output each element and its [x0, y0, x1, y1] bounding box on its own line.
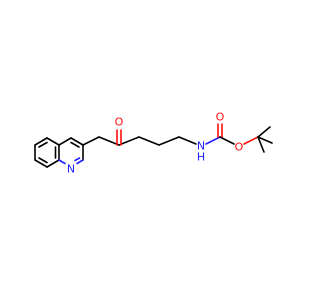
ketone-carbonyl	[116, 129, 122, 146]
pyridine-ring	[58, 137, 84, 165]
carbamate-carbonyl-oxygen-label: O	[216, 111, 225, 124]
benzo-ring	[34, 137, 60, 168]
quinoline-nitrogen-label: N	[67, 163, 75, 176]
ketone-oxygen-label: O	[115, 116, 124, 129]
ester-oxygen-label: O	[235, 141, 244, 154]
carbamate-hydrogen-label: H	[197, 151, 205, 164]
structure-diagram: O N N H O O	[34, 111, 273, 176]
molecule-canvas: O N N H O O	[34, 111, 273, 176]
carbamate-nitrogen-label: N	[197, 140, 205, 153]
tert-butyl-group	[243, 126, 273, 153]
carbamate-group	[205, 123, 235, 145]
alkyl-chain	[82, 136, 197, 146]
